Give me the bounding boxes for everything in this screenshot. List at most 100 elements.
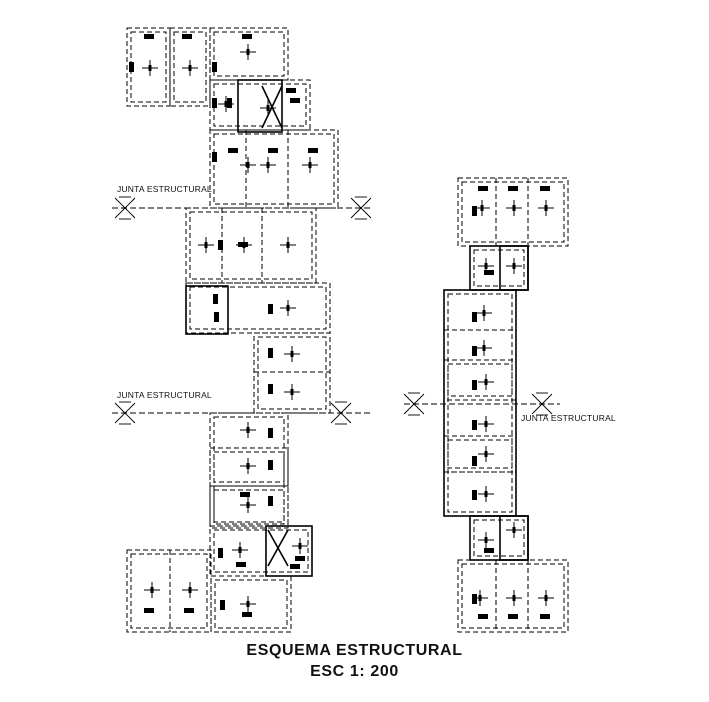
column-mark <box>268 304 273 314</box>
column-mark <box>540 614 550 619</box>
bay-inner-outline <box>461 181 565 243</box>
column-center-cross <box>235 236 253 254</box>
bay-inner-outline <box>447 293 513 513</box>
bay-outline <box>126 549 212 633</box>
column-center-cross <box>279 299 297 317</box>
column-mark <box>472 490 477 500</box>
drawing-title: ESQUEMA ESTRUCTURAL <box>246 642 463 659</box>
column-mark <box>290 98 300 103</box>
column-mark <box>484 270 494 275</box>
column-mark <box>472 594 477 604</box>
core-wall <box>469 245 529 291</box>
column-mark <box>472 380 477 390</box>
column-center-cross <box>259 156 277 174</box>
bay-outline <box>169 27 211 107</box>
bay-outline <box>253 332 331 414</box>
core-wall <box>265 525 313 577</box>
core-wall <box>443 289 517 517</box>
column-mark <box>268 348 273 358</box>
column-mark <box>268 496 273 506</box>
column-mark <box>212 152 217 162</box>
column-center-cross <box>505 521 523 539</box>
joint-label-1: JUNTA ESTRUCTURAL <box>117 184 212 194</box>
column-center-cross <box>283 345 301 363</box>
column-center-cross <box>283 383 301 401</box>
column-mark <box>129 62 134 72</box>
column-center-cross <box>475 304 493 322</box>
column-mark <box>236 562 246 567</box>
column-mark <box>478 614 488 619</box>
column-mark <box>144 608 154 613</box>
bay-outline <box>443 359 517 401</box>
column-center-cross <box>477 531 495 549</box>
bay-inner-outline <box>213 529 309 573</box>
bay-outline <box>443 289 517 517</box>
bay-outline <box>209 485 289 527</box>
column-center-cross <box>239 156 257 174</box>
column-mark <box>540 186 550 191</box>
bay-inner-outline <box>214 579 288 629</box>
core-wall <box>499 515 529 561</box>
column-mark <box>472 456 477 466</box>
bay-outline <box>469 245 529 291</box>
bay-inner-outline <box>213 489 285 523</box>
bay-outline <box>210 575 292 633</box>
column-mark <box>218 548 223 558</box>
core-wall <box>237 79 283 133</box>
column-center-cross <box>477 373 495 391</box>
bay-inner-outline <box>130 31 167 103</box>
bay-outline <box>457 559 569 633</box>
bay-inner-outline <box>130 553 208 629</box>
column-mark <box>227 98 232 108</box>
column-center-cross <box>279 236 297 254</box>
bay-inner-outline <box>473 249 525 287</box>
column-mark <box>218 240 223 250</box>
column-mark <box>184 608 194 613</box>
column-mark <box>268 384 273 394</box>
column-mark <box>472 312 477 322</box>
core-wall <box>185 285 229 335</box>
column-center-cross <box>239 496 257 514</box>
joint-label-3: JUNTA ESTRUCTURAL <box>521 413 616 423</box>
column-mark <box>472 346 477 356</box>
bay-inner-outline <box>213 133 335 205</box>
column-center-cross <box>141 59 159 77</box>
column-center-cross <box>537 199 555 217</box>
bay-inner-outline <box>257 336 327 410</box>
column-mark <box>286 88 296 93</box>
bay-inner-outline <box>213 83 307 127</box>
column-mark <box>472 206 477 216</box>
bay-inner-outline <box>189 286 327 330</box>
column-mark <box>308 148 318 153</box>
column-mark <box>228 148 238 153</box>
column-center-cross <box>475 339 493 357</box>
bay-inner-outline <box>447 439 513 469</box>
bay-outline <box>185 282 331 334</box>
column-mark <box>144 34 154 39</box>
column-center-cross <box>537 589 555 607</box>
column-center-cross <box>505 257 523 275</box>
column-mark <box>242 612 252 617</box>
joint-label-2: JUNTA ESTRUCTURAL <box>117 390 212 400</box>
column-mark <box>295 556 305 561</box>
column-center-cross <box>143 581 161 599</box>
bay-inner-outline <box>173 31 207 103</box>
column-center-cross <box>239 43 257 61</box>
column-mark <box>220 600 225 610</box>
column-center-cross <box>181 59 199 77</box>
core-wall <box>469 515 529 561</box>
bay-outline <box>209 447 289 487</box>
column-mark <box>268 148 278 153</box>
column-mark <box>214 312 219 322</box>
elevator-cross <box>267 529 289 567</box>
column-mark <box>472 420 477 430</box>
column-mark <box>212 62 217 72</box>
column-mark <box>484 548 494 553</box>
bay-outline <box>209 129 339 209</box>
column-mark <box>240 492 250 497</box>
column-mark <box>212 98 217 108</box>
bay-inner-outline <box>447 363 513 397</box>
column-mark <box>508 186 518 191</box>
column-mark <box>478 186 488 191</box>
